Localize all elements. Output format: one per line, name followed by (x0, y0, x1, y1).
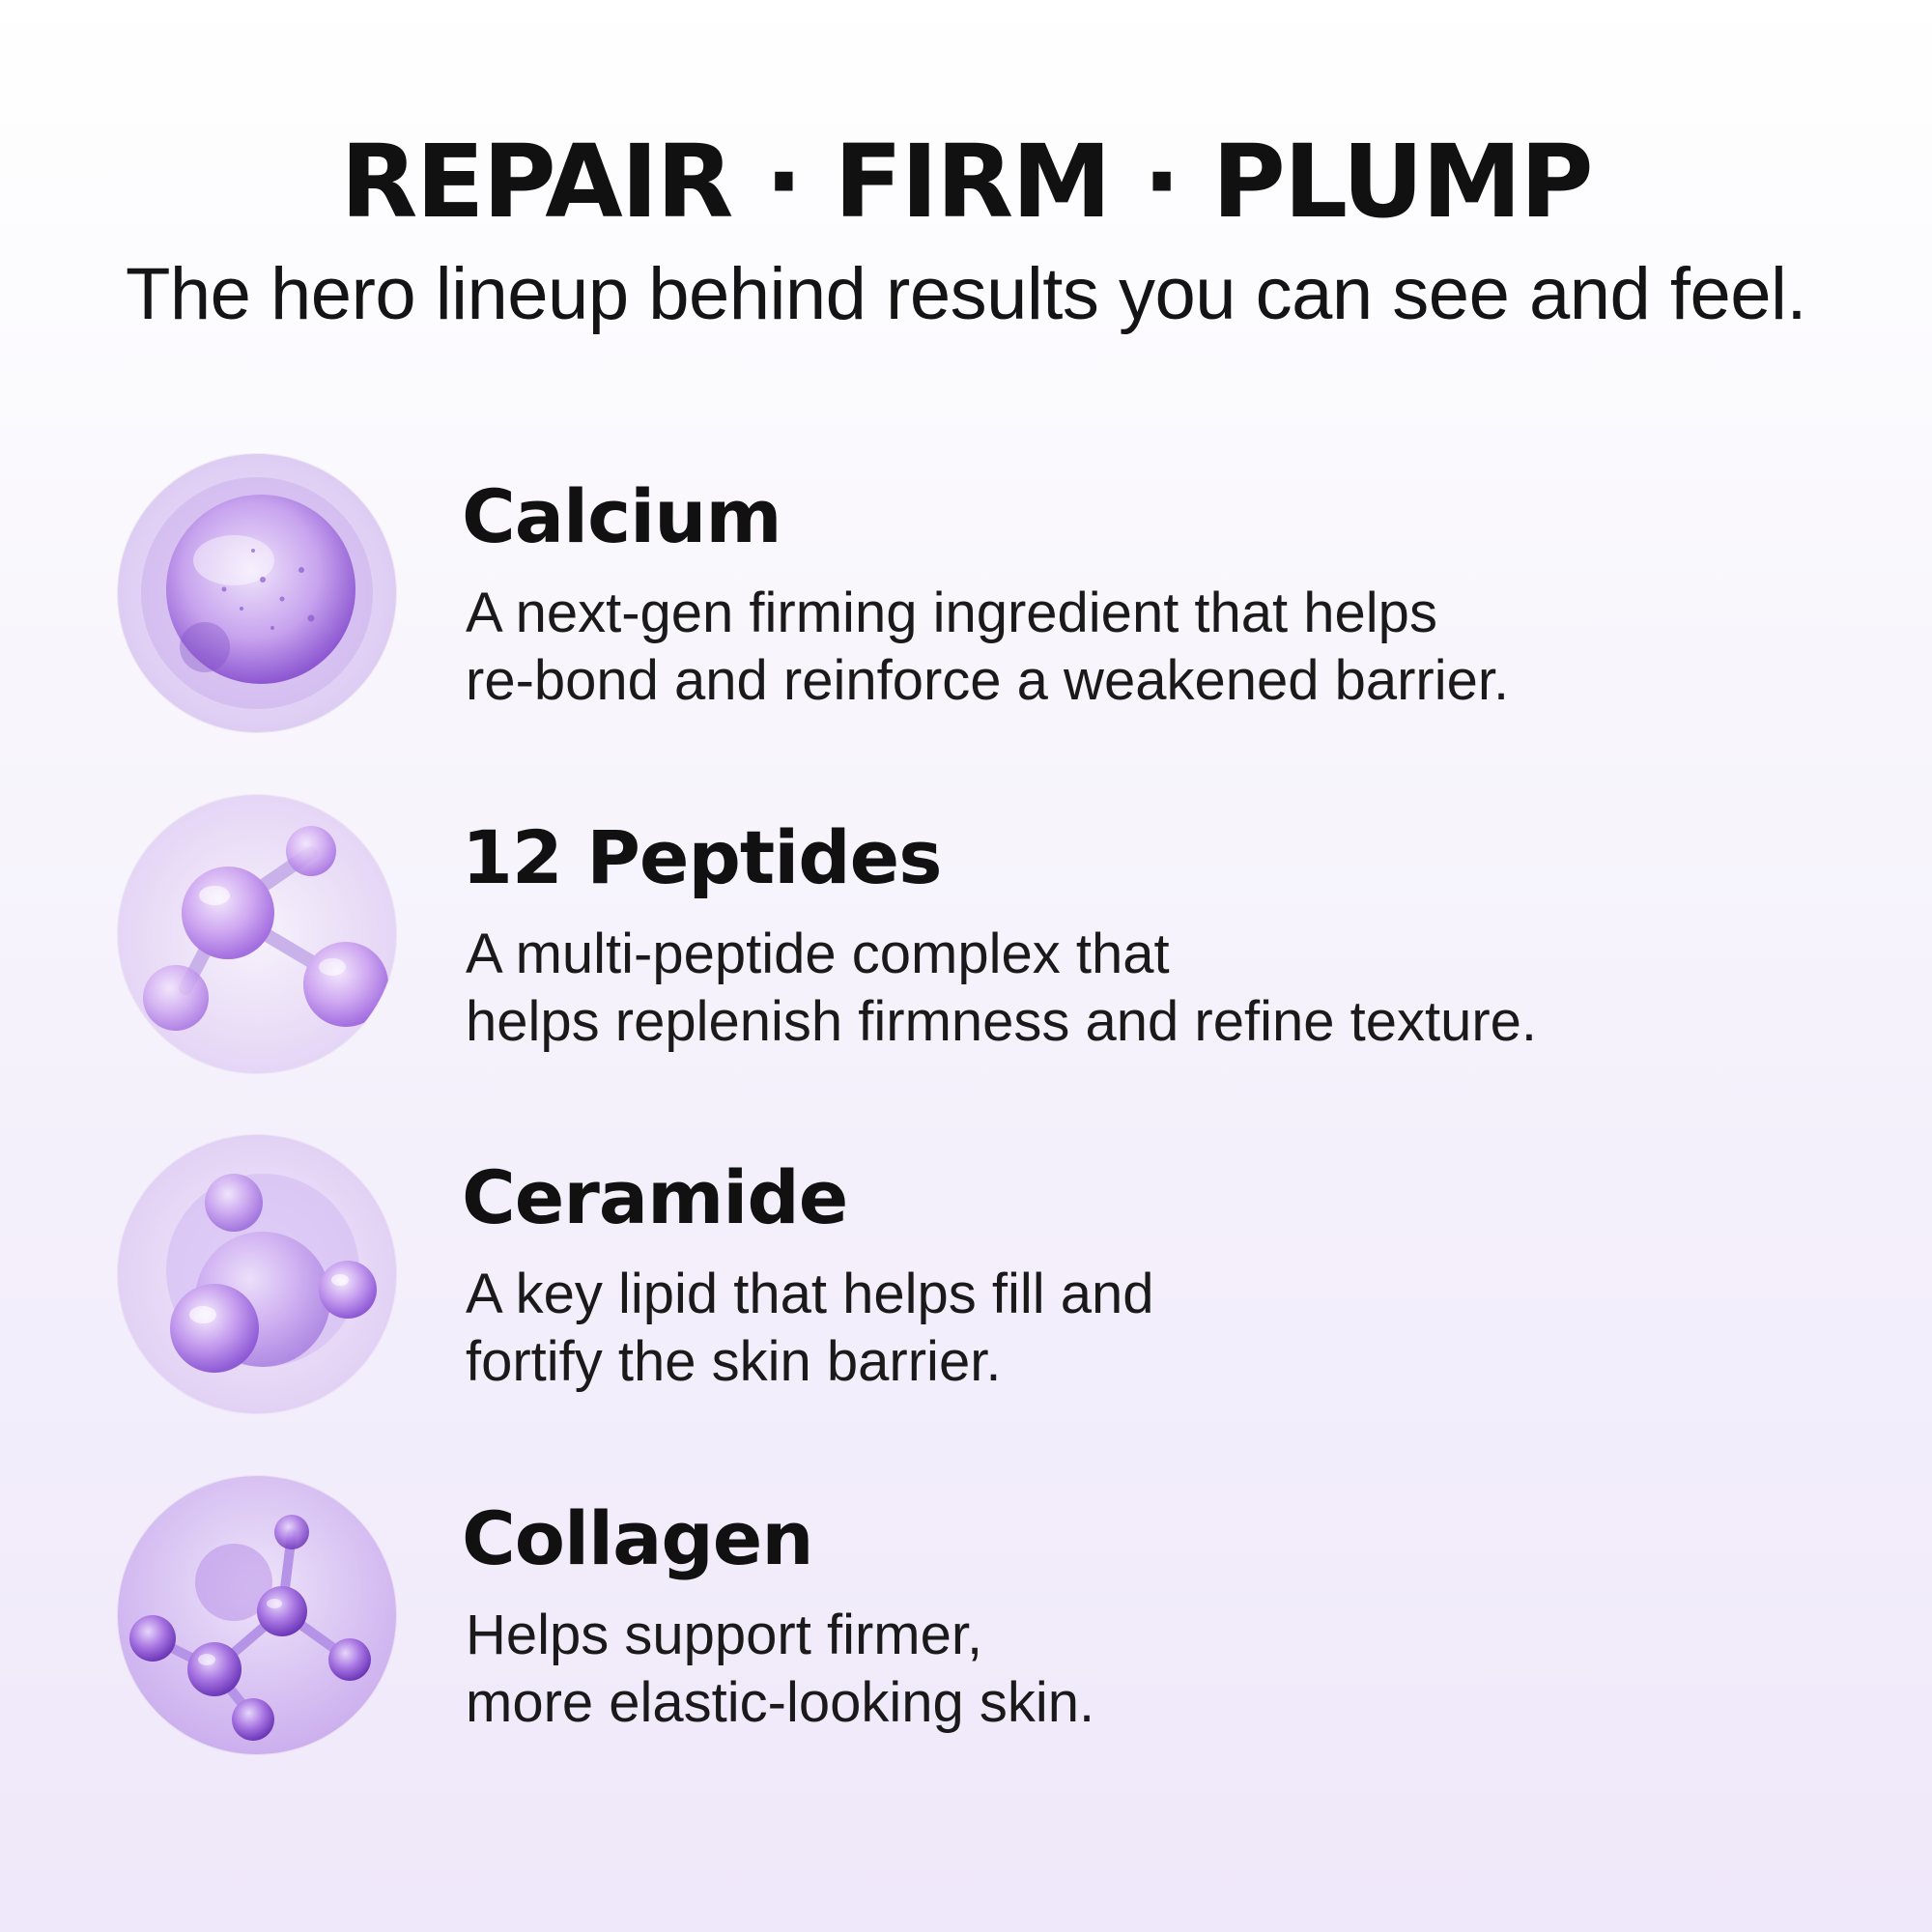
headline: REPAIR · FIRM · PLUMP (340, 123, 1593, 241)
ceramide-bubble-cluster-icon (118, 1135, 396, 1413)
subheadline: The hero lineup behind results you can s… (125, 253, 1807, 335)
ingredient-description: A multi-peptide complex that helps reple… (466, 921, 1537, 1056)
ingredient-item-peptides: 12 Peptides A multi-peptide complex that… (0, 795, 1932, 1085)
peptide-molecule-icon (118, 795, 396, 1073)
ingredient-description: A key lipid that helps fill and fortify … (466, 1261, 1154, 1396)
ingredient-description: A next-gen firming ingredient that helps… (466, 580, 1509, 715)
calcium-gel-bubble-icon (118, 454, 396, 732)
collagen-molecule-chain-icon (118, 1476, 396, 1754)
ingredient-title: 12 Peptides (462, 814, 942, 900)
ingredient-item-calcium: Calcium A next-gen firming ingredient th… (0, 454, 1932, 744)
ingredient-description: Helps support firmer, more elastic-looki… (466, 1602, 1094, 1737)
ingredient-title: Collagen (462, 1495, 813, 1581)
ingredient-title: Calcium (462, 473, 782, 559)
ingredient-item-collagen: Collagen Helps support firmer, more elas… (0, 1476, 1932, 1766)
description-line: A key lipid that helps fill and (466, 1263, 1154, 1325)
description-line: helps replenish firmness and refine text… (466, 990, 1538, 1053)
ingredient-title: Ceramide (462, 1154, 848, 1240)
description-line: fortify the skin barrier. (466, 1330, 1002, 1393)
description-line: more elastic-looking skin. (466, 1671, 1095, 1734)
description-line: A next-gen firming ingredient that helps (466, 582, 1437, 644)
description-line: A multi-peptide complex that (466, 923, 1170, 985)
description-line: re-bond and reinforce a weakened barrier… (466, 649, 1510, 712)
description-line: Helps support firmer, (466, 1604, 983, 1666)
ingredient-item-ceramide: Ceramide A key lipid that helps fill and… (0, 1135, 1932, 1425)
